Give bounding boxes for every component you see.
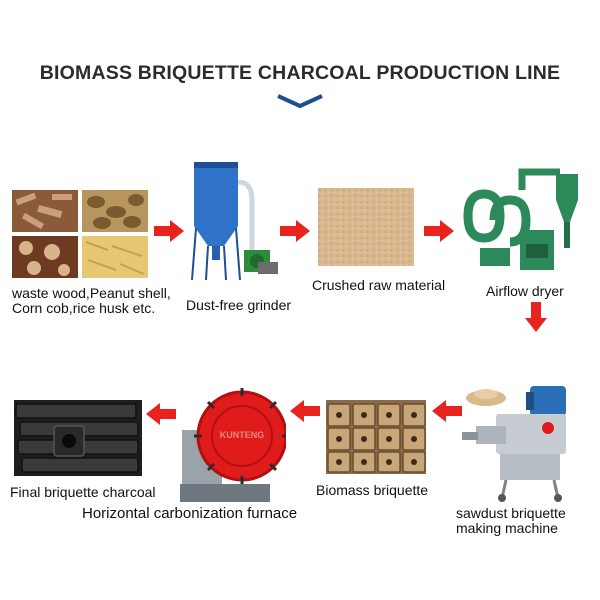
dust-free-grinder-label: Dust-free grinder — [186, 297, 292, 313]
carbonization-furnace-label: Horizontal carbonization furnace — [82, 505, 298, 522]
raw-materials-image — [12, 190, 148, 278]
raw-materials-label-line1: waste wood,Peanut shell, — [12, 285, 171, 301]
arrow-right-icon — [154, 220, 184, 242]
arrow-left-icon — [432, 400, 462, 422]
biomass-briquette-image — [326, 400, 426, 474]
sawdust-briquette-machine-image — [462, 386, 566, 502]
page-title: BIOMASS BRIQUETTE CHARCOAL PRODUCTION LI… — [39, 62, 561, 84]
final-briquette-charcoal-image — [14, 400, 142, 476]
arrow-right-icon — [280, 220, 310, 242]
arrow-right-icon — [424, 220, 454, 242]
arrow-left-icon — [290, 400, 320, 422]
chevron-down-icon — [277, 94, 323, 108]
dust-free-grinder-image — [191, 162, 278, 281]
carbonization-furnace-image: KUNTENG — [180, 388, 286, 502]
biomass-briquette-label: Biomass briquette — [316, 482, 429, 498]
arrow-left-icon — [146, 403, 176, 425]
airflow-dryer-image — [463, 168, 578, 270]
crushed-raw-material-label: Crushed raw material — [312, 277, 446, 293]
crushed-raw-material-image — [318, 188, 414, 266]
final-briquette-charcoal-label: Final briquette charcoal — [10, 484, 156, 500]
airflow-dryer-label: Airflow dryer — [486, 283, 564, 299]
svg-text:KUNTENG: KUNTENG — [220, 430, 265, 440]
sawdust-briquette-machine-label-line1: sawdust briquette — [456, 505, 566, 521]
arrow-down-icon — [525, 302, 547, 332]
raw-materials-label-line2: Corn cob,rice husk etc. — [12, 300, 156, 316]
sawdust-briquette-machine-label-line2: making machine — [456, 520, 558, 536]
